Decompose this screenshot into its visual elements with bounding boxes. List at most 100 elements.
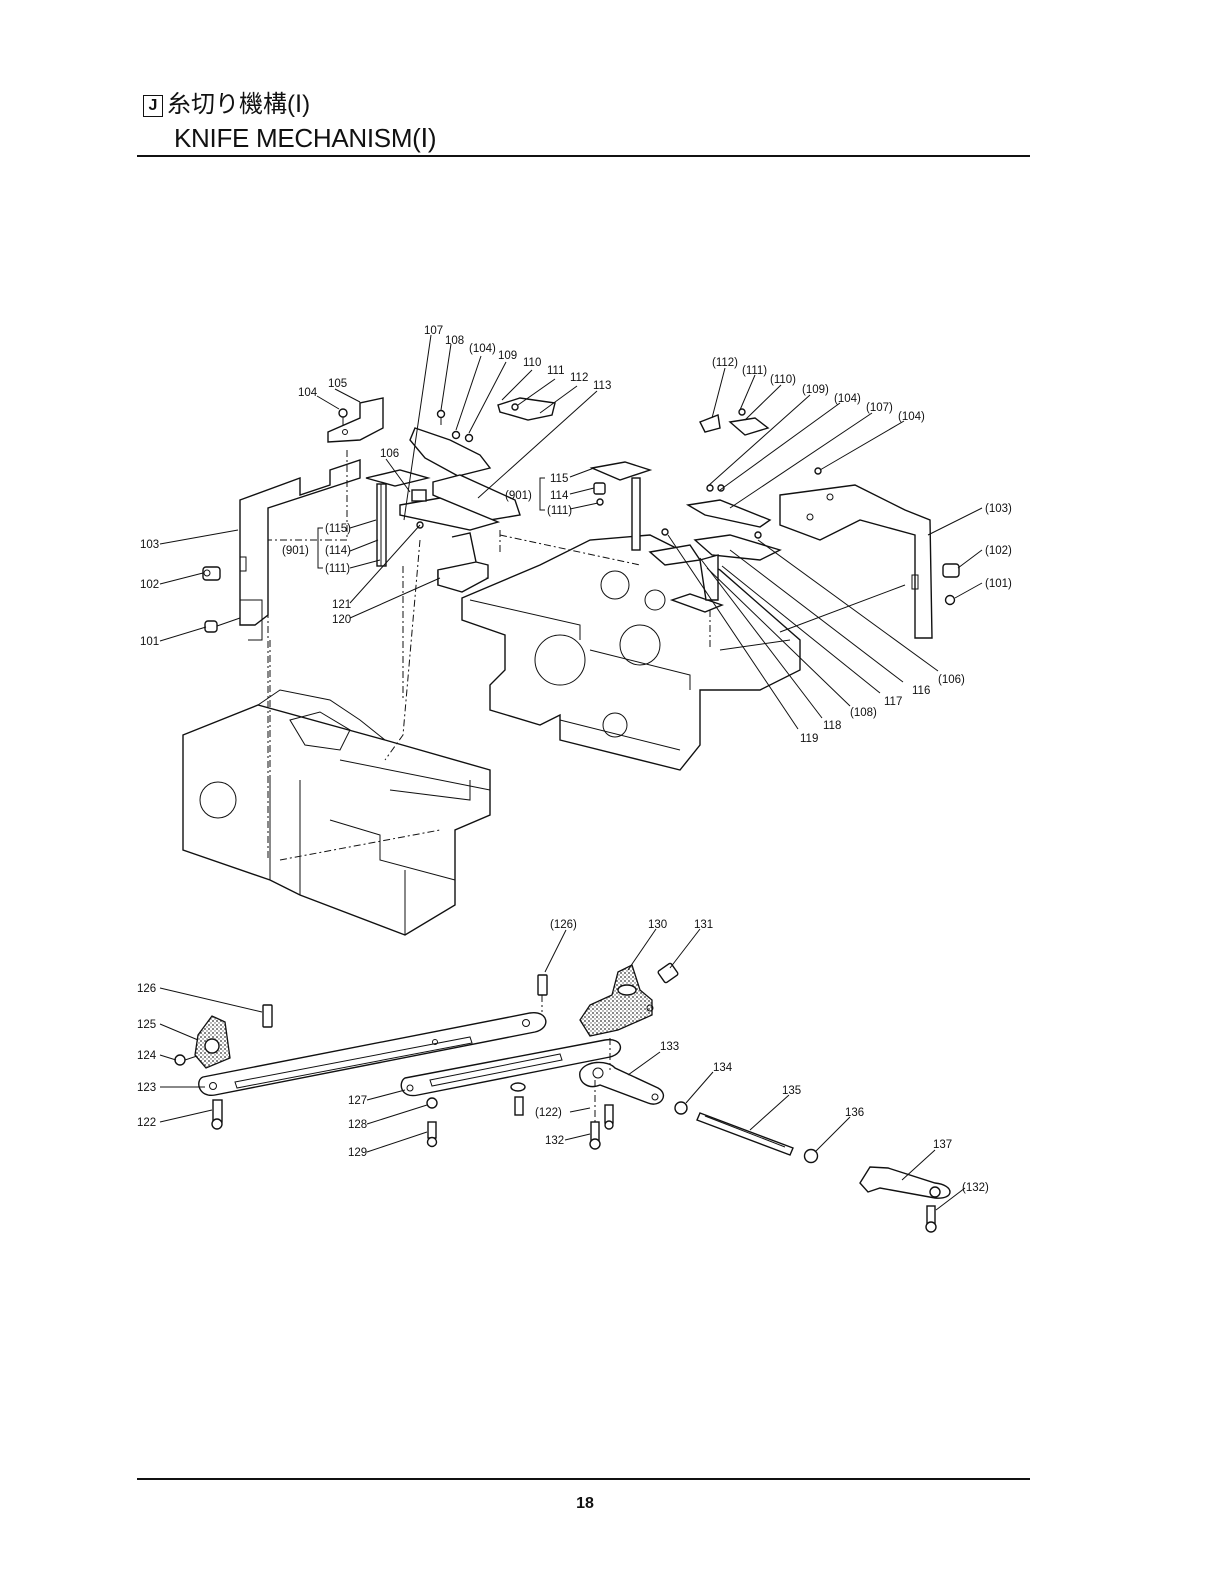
machine-bed-right [461, 534, 801, 771]
header-rule [137, 155, 1030, 157]
callout-120: 120 [332, 614, 351, 626]
rod-135 [696, 1112, 794, 1156]
part-101-right [944, 594, 956, 606]
part-105 [327, 397, 384, 443]
callout-136: 136 [845, 1107, 864, 1119]
callout-111-paren-b: (111) [325, 563, 350, 575]
callout-101-paren: (101) [985, 578, 1012, 590]
callout-113: 113 [593, 380, 611, 392]
callout-110-paren: (110) [770, 374, 796, 386]
assembly-lines-upper [267, 450, 711, 870]
part-102 [202, 566, 221, 581]
callout-126-paren: (126) [550, 919, 577, 931]
callout-112: 112 [570, 372, 588, 384]
callout-122-paren: (122) [535, 1107, 562, 1119]
callout-115-paren: (115) [325, 523, 351, 535]
callout-108-paren: (108) [850, 707, 877, 719]
section-title-en: KNIFE MECHANISM(Ⅰ) [174, 123, 437, 153]
part-102-right [942, 563, 960, 578]
footer-rule [137, 1478, 1030, 1480]
holder-120-121 [437, 532, 489, 593]
group-brackets [317, 477, 545, 569]
callout-124: 124 [137, 1050, 157, 1062]
callout-123: 123 [137, 1082, 156, 1094]
knife-plate-109 [399, 474, 521, 531]
callout-132-paren: (132) [962, 1182, 989, 1194]
bracket-103-right [779, 484, 933, 639]
callout-105: 105 [328, 378, 347, 390]
callout-115: 115 [550, 473, 568, 485]
link-bar-123 [198, 1012, 547, 1096]
callout-135: 135 [782, 1085, 801, 1097]
lower-screws [174, 974, 937, 1233]
lever-130 [579, 964, 654, 1037]
callout-119: 119 [800, 733, 818, 745]
callout-102-paren: (102) [985, 545, 1012, 557]
callout-114: 114 [550, 490, 569, 502]
callout-116: 116 [912, 685, 930, 697]
callout-901-a: (901) [505, 490, 532, 502]
callout-129: 129 [348, 1147, 367, 1159]
callout-104-b: 104 [298, 387, 318, 399]
callout-131: 131 [694, 919, 713, 931]
shaft-115-left [365, 469, 431, 567]
section-badge: J [143, 95, 163, 117]
callout-111-paren-a: (111) [547, 505, 572, 517]
screws-upper-middle [411, 403, 519, 529]
callout-132: 132 [545, 1135, 564, 1147]
page-number: 18 [576, 1495, 594, 1512]
screw-131 [657, 962, 679, 984]
callout-111: 111 [547, 365, 564, 377]
callout-122: 122 [137, 1117, 156, 1129]
bracket-103 [239, 459, 361, 641]
title-jp-text: 糸切り機構(Ⅰ) [167, 91, 311, 118]
knife-plate-112 [497, 397, 556, 421]
shaft-115-right [589, 461, 653, 551]
part-101 [204, 617, 241, 633]
lever-137 [859, 1166, 951, 1199]
callout-121: 121 [332, 599, 351, 611]
lever-125 [194, 1015, 231, 1069]
callout-127: 127 [348, 1095, 367, 1107]
callout-106: 106 [380, 448, 399, 460]
callout-108: 108 [445, 335, 464, 347]
assembly-lines-lower [541, 995, 611, 1122]
callout-128: 128 [348, 1119, 367, 1131]
nut-136 [803, 1148, 819, 1164]
callout-117: 117 [884, 696, 902, 708]
callout-labels: 107 108 (104) 109 110 111 112 113 105 10… [137, 325, 1012, 1194]
callout-126: 126 [137, 983, 156, 995]
knife-parts-right [648, 408, 822, 613]
callout-134: 134 [713, 1062, 733, 1074]
callout-106-paren: (106) [938, 674, 965, 686]
machine-bed-left [182, 689, 491, 936]
callout-901-b: (901) [282, 545, 309, 557]
callout-118: 118 [823, 720, 841, 732]
callout-104-paren-c: (104) [898, 411, 925, 423]
part-104 [338, 408, 348, 425]
callout-104: (104) [469, 343, 496, 355]
callout-107: 107 [424, 325, 443, 337]
callout-114-paren: (114) [325, 545, 351, 557]
nut-134 [674, 1101, 688, 1115]
callout-112-paren: (112) [712, 357, 738, 369]
callout-102: 102 [140, 579, 159, 591]
callout-110: 110 [523, 357, 541, 369]
parts-114-115-right [593, 482, 606, 506]
callout-104-paren-b: (104) [834, 393, 861, 405]
callout-103-paren: (103) [985, 503, 1012, 515]
leader-lines [159, 334, 983, 1211]
callout-137: 137 [933, 1139, 952, 1151]
callout-111-paren-c: (111) [742, 365, 767, 377]
callout-103: 103 [140, 539, 159, 551]
callout-101: 101 [140, 636, 159, 648]
callout-133: 133 [660, 1041, 679, 1053]
lever-133 [579, 1061, 664, 1105]
callout-109: 109 [498, 350, 517, 362]
knife-plate-107 [409, 427, 492, 477]
callout-107-paren: (107) [866, 402, 893, 414]
callout-130: 130 [648, 919, 667, 931]
callout-109-paren: (109) [802, 384, 829, 396]
callout-125: 125 [137, 1019, 156, 1031]
